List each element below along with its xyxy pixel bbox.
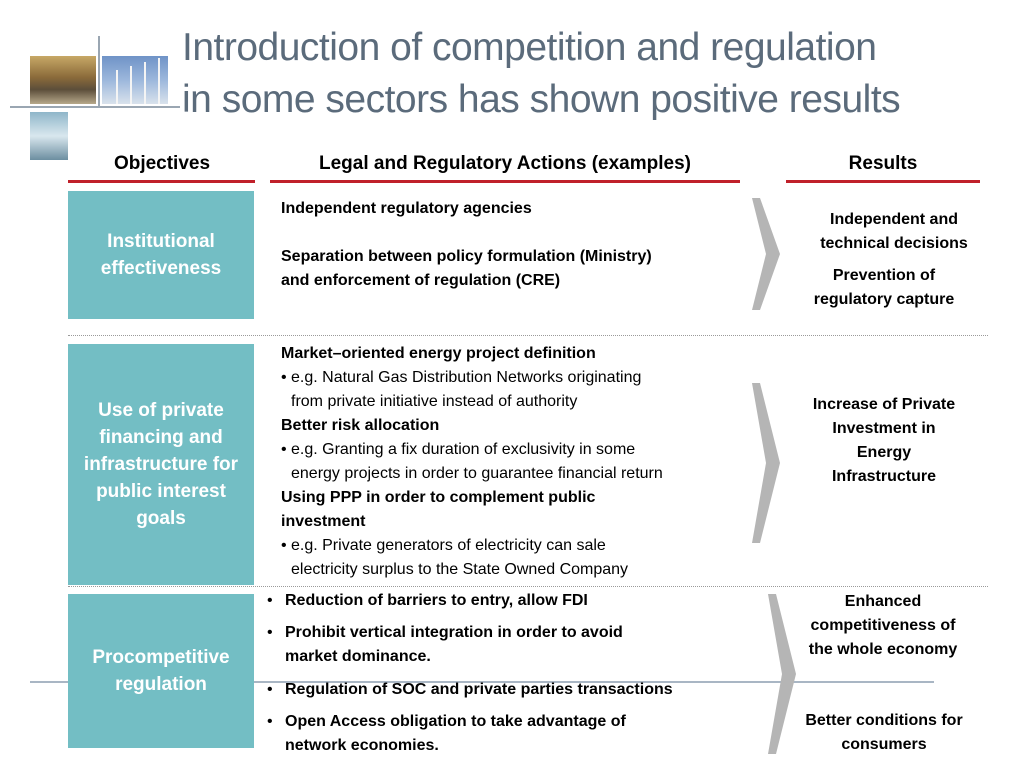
logo-divider-vertical	[98, 36, 100, 106]
action-bullet: Regulation of SOC and private parties tr…	[264, 678, 774, 702]
arrow-chevron-icon	[752, 198, 780, 310]
objective-procompetitive-regulation: Procompetitive regulation	[68, 594, 254, 748]
result-better-conditions: Better conditions for consumers	[805, 712, 963, 753]
action-bullet: Open Access obligation to take advantage…	[264, 710, 774, 734]
arrow-chevron-icon	[768, 594, 796, 754]
industrial-plant-photo	[30, 56, 96, 104]
row-separator	[68, 335, 988, 336]
logo-divider-horizontal	[10, 106, 180, 108]
action-bullet-continued: network economies.	[285, 737, 439, 754]
title-line-1: Introduction of competition and regulati…	[182, 26, 877, 69]
actions-row-1: Independent regulatory agencies Separati…	[281, 197, 751, 293]
actions-underline	[270, 180, 740, 183]
header-logo-collage	[10, 36, 180, 166]
action-bullet: e.g. Private generators of electricity c…	[281, 534, 761, 558]
results-underline	[786, 180, 980, 183]
action-heading: Market–oriented energy project definitio…	[281, 345, 596, 362]
row-separator	[68, 586, 988, 587]
action-bullet-continued: energy projects in order to guarantee fi…	[291, 465, 663, 482]
arrow-chevron-icon	[752, 383, 780, 543]
column-header-actions: Legal and Regulatory Actions (examples)	[319, 153, 691, 174]
action-bullet: Reduction of barriers to entry, allow FD…	[264, 589, 774, 613]
action-bullet: e.g. Natural Gas Distribution Networks o…	[281, 366, 761, 390]
action-item-line: and enforcement of regulation (CRE)	[281, 272, 561, 289]
title-line-2: in some sectors has shown positive resul…	[182, 78, 901, 121]
offshore-platform-photo	[30, 112, 68, 160]
objective-institutional-effectiveness: Institutional effectiveness	[68, 191, 254, 319]
result-enhanced-competitiveness: Enhanced competitiveness of the whole ec…	[808, 593, 958, 658]
page-title: Introduction of competition and regulati…	[182, 22, 1012, 126]
actions-row-3: Reduction of barriers to entry, allow FD…	[264, 589, 774, 758]
result-private-investment: Increase of Private Investment in Energy…	[812, 396, 956, 485]
result-independent-decisions: Independent and technical decisions	[820, 211, 968, 252]
action-item: Independent regulatory agencies	[281, 200, 532, 217]
actions-row-2: Market–oriented energy project definitio…	[281, 342, 761, 582]
objective-label: Use of private financing and infrastruct…	[83, 400, 239, 529]
action-item-line: Separation between policy formulation (M…	[281, 248, 652, 265]
column-header-results: Results	[848, 153, 918, 174]
result-prevention-capture: Prevention of regulatory capture	[813, 267, 955, 308]
objective-label: Institutional effectiveness	[100, 231, 222, 279]
action-bullet-continued: market dominance.	[285, 648, 431, 665]
action-heading-continued: investment	[281, 513, 366, 530]
action-heading: Better risk allocation	[281, 417, 440, 434]
action-bullet: Prohibit vertical integration in order t…	[264, 621, 774, 645]
objective-private-financing: Use of private financing and infrastruct…	[68, 344, 254, 585]
action-bullet-continued: from private initiative instead of autho…	[291, 393, 578, 410]
action-bullet: e.g. Granting a fix duration of exclusiv…	[281, 438, 761, 462]
column-header-objectives: Objectives	[113, 153, 211, 174]
objective-label: Procompetitive regulation	[92, 647, 230, 695]
wind-turbines-photo	[102, 56, 168, 104]
action-heading: Using PPP in order to complement public	[281, 489, 596, 506]
action-bullet-continued: electricity surplus to the State Owned C…	[291, 561, 629, 578]
objectives-underline	[68, 180, 255, 183]
